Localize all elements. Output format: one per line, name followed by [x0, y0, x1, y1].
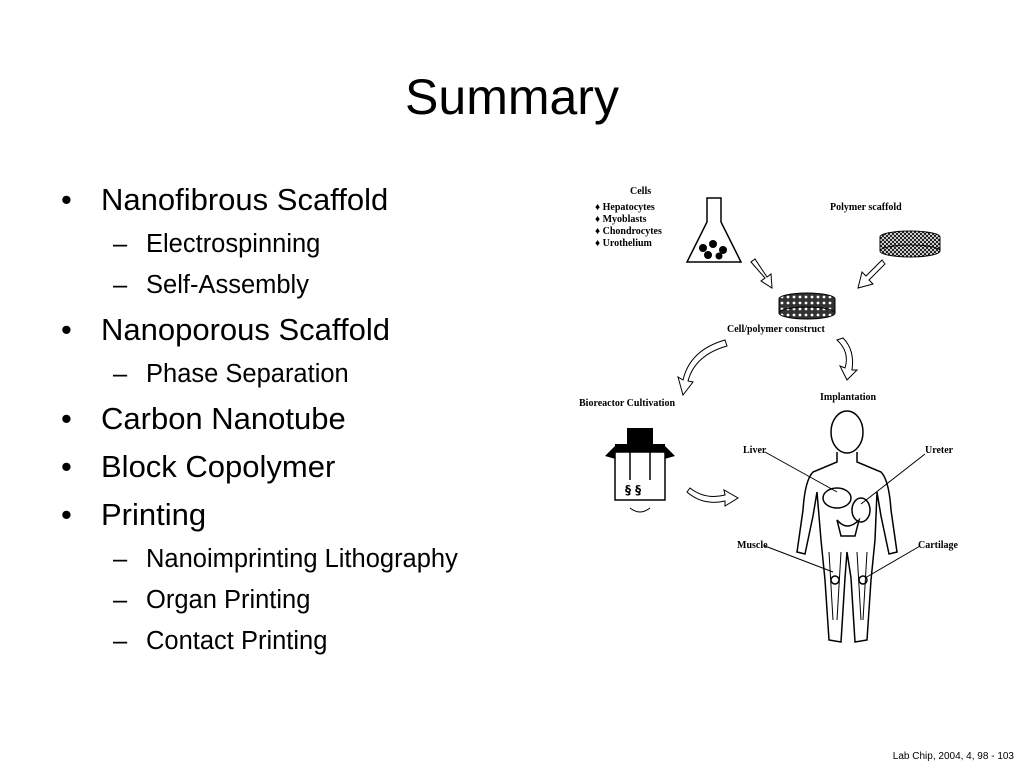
arrow-icon [750, 258, 773, 289]
bullet-item: Nanoporous Scaffold [58, 306, 558, 354]
pointer-line [764, 545, 834, 573]
liver-label: Liver [743, 445, 767, 456]
pointer-line [860, 453, 926, 505]
bioreactor-icon: § § [605, 428, 675, 513]
polymer-scaffold-icon [879, 230, 941, 258]
ureter-label: Ureter [925, 445, 954, 456]
sub-bullet-item: Self-Assembly [58, 265, 558, 306]
bioreactor-label: Bioreactor Cultivation [579, 398, 675, 409]
polymer-scaffold-label: Polymer scaffold [830, 202, 902, 213]
pointer-line [764, 451, 838, 493]
citation: Lab Chip, 2004, 4, 98 - 103 [892, 751, 1014, 762]
implantation-label: Implantation [820, 392, 877, 403]
bullet-item: Block Copolymer [58, 443, 558, 491]
sub-bullet-item: Nanoimprinting Lithography [58, 539, 558, 580]
arrow-icon [686, 487, 739, 507]
cells-title: Cells [630, 186, 651, 197]
bullet-item: Printing [58, 491, 558, 539]
bullet-list: Nanofibrous Scaffold Electrospinning Sel… [58, 176, 558, 662]
sub-bullet-item: Contact Printing [58, 621, 558, 662]
muscle-label: Muscle [737, 540, 768, 551]
sub-bullet-item: Phase Separation [58, 354, 558, 395]
cartilage-label: Cartilage [918, 540, 959, 551]
svg-text:§ §: § § [625, 483, 641, 497]
cells-item: ♦ Hepatocytes [595, 202, 655, 213]
sub-bullet-item: Organ Printing [58, 580, 558, 621]
arrow-icon [836, 337, 859, 381]
construct-label: Cell/polymer construct [727, 324, 826, 335]
bullet-item: Carbon Nanotube [58, 395, 558, 443]
slide-title: Summary [405, 69, 619, 125]
cells-item: ♦ Myoblasts [595, 214, 647, 225]
human-body-icon [796, 410, 898, 643]
flask-icon [685, 197, 743, 263]
tissue-engineering-diagram: Cells ♦ Hepatocytes ♦ Myoblasts ♦ Chondr… [579, 186, 959, 643]
sub-bullet-item: Electrospinning [58, 224, 558, 265]
arrow-icon [857, 259, 886, 289]
cells-item: ♦ Chondrocytes [595, 226, 662, 237]
cells-item: ♦ Urothelium [595, 238, 653, 249]
bullet-item: Nanofibrous Scaffold [58, 176, 558, 224]
pointer-line [864, 545, 921, 579]
construct-icon [778, 292, 836, 320]
arrow-icon [677, 339, 728, 397]
